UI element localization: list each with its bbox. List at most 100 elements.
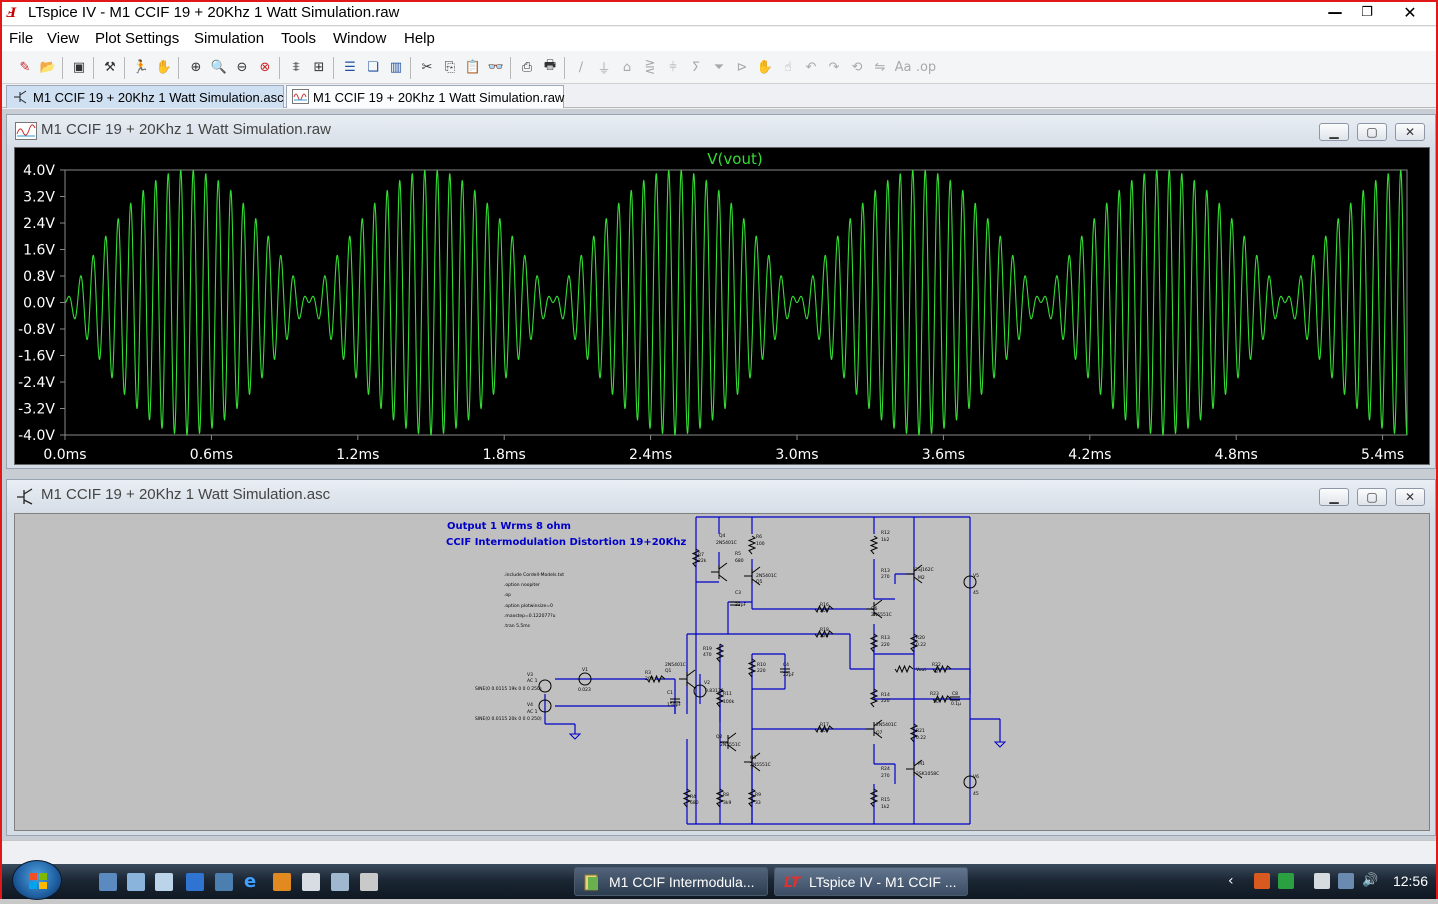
tab-schematic[interactable]: M1 CCIF 19 + 20Khz 1 Watt Simulation.asc <box>6 85 284 108</box>
menu-simulation[interactable]: Simulation <box>194 30 265 47</box>
resistor[interactable] <box>747 788 757 808</box>
chart-title[interactable]: V(vout) <box>707 150 762 168</box>
voltage-source[interactable] <box>693 684 707 698</box>
component-label[interactable]: C8 <box>952 691 958 697</box>
component-label[interactable]: R7 <box>698 552 704 558</box>
component-label[interactable]: R21 <box>916 728 925 734</box>
component-label[interactable]: Q6 <box>871 606 878 612</box>
media-icon[interactable] <box>273 873 291 891</box>
taskbar-button-folder[interactable]: M1 CCIF Intermodula... <box>574 867 768 896</box>
component-label[interactable]: R10 <box>757 662 766 668</box>
component-label[interactable]: R11 <box>723 691 732 697</box>
tray-app-icon[interactable] <box>1254 873 1270 889</box>
minimize-button[interactable]: — <box>1327 3 1343 21</box>
capacitor[interactable] <box>950 696 960 701</box>
ground-icon[interactable]: ⏚ <box>597 61 611 77</box>
tray-check-icon[interactable] <box>1278 873 1294 889</box>
component-label[interactable]: 100 <box>756 541 765 547</box>
draw-wire-icon[interactable]: ∕ <box>578 59 584 75</box>
resistor[interactable] <box>932 694 952 704</box>
maximize-button[interactable]: ▢ <box>1357 488 1387 506</box>
note-output[interactable]: Output 1 Wrms 8 ohm <box>447 521 571 532</box>
menu-help[interactable]: Help <box>404 30 435 47</box>
diode-icon[interactable]: ⏷ <box>713 59 725 75</box>
menu-view[interactable]: View <box>47 30 80 47</box>
quicklaunch-icon[interactable] <box>127 873 145 891</box>
zoom-out-icon[interactable]: ⊖ <box>236 59 248 75</box>
component-label[interactable]: 150pF <box>667 702 681 708</box>
label-net-icon[interactable]: ⌂ <box>622 59 632 75</box>
note-ccif[interactable]: CCIF Intermodulation Distortion 19+20Khz <box>446 537 686 548</box>
component-label[interactable]: R24 <box>881 766 890 772</box>
component-label[interactable]: 0.1µ <box>951 701 961 707</box>
component-label[interactable]: V2 <box>704 680 710 686</box>
schematic-drawing[interactable]: Output 1 Wrms 8 ohm CCIF Intermodulation… <box>15 514 1429 830</box>
copy-icon[interactable]: ⎘ <box>444 59 456 75</box>
component-label[interactable]: R5 <box>735 551 741 557</box>
ground-symbol[interactable] <box>568 733 582 740</box>
component-label[interactable]: 22pF <box>735 602 747 608</box>
open-icon[interactable]: 📂 <box>39 59 57 75</box>
menu-file[interactable]: File <box>9 30 34 47</box>
resistor[interactable] <box>869 633 879 653</box>
taskbar-button-ltspice[interactable]: LT LTspice IV - M1 CCIF ... <box>774 867 968 896</box>
component-label[interactable]: 2N5401C <box>876 722 897 728</box>
transistor[interactable] <box>866 599 883 619</box>
component-label[interactable]: 2N5551C <box>871 612 892 618</box>
resistor[interactable] <box>869 688 879 708</box>
component-label[interactable]: Q4 <box>719 533 726 539</box>
component-label[interactable]: 8 <box>935 669 938 675</box>
component-label[interactable]: AC 1 <box>527 678 538 684</box>
resistor[interactable] <box>715 788 725 808</box>
component-label[interactable]: 2SJ162C <box>915 567 934 573</box>
component-icon[interactable]: ⊳ <box>736 59 748 75</box>
component-label[interactable]: R6 <box>756 534 762 540</box>
zoom-area-icon[interactable]: 🔍 <box>210 59 228 75</box>
resistor[interactable] <box>715 688 725 708</box>
component-label[interactable]: 680 <box>735 558 744 564</box>
capacitor-icon[interactable]: ⫩ <box>669 59 677 75</box>
resistor[interactable] <box>909 723 919 743</box>
close-button[interactable]: ✕ <box>1403 2 1417 22</box>
component-label[interactable]: R23 <box>930 691 939 697</box>
close-button[interactable]: ✕ <box>1395 123 1425 141</box>
quicklaunch-icon[interactable] <box>99 873 117 891</box>
run-icon[interactable]: 🏃 <box>132 59 150 75</box>
grid-icon[interactable]: ⊞ <box>313 59 325 75</box>
component-label[interactable]: 0.22 <box>916 642 926 648</box>
menu-window[interactable]: Window <box>333 30 387 47</box>
component-label[interactable]: 10 <box>933 699 939 705</box>
component-label[interactable]: 2N5401C <box>756 573 777 579</box>
resistor[interactable] <box>747 658 757 678</box>
capacitor[interactable] <box>730 601 740 606</box>
component-label[interactable]: V6 <box>973 774 979 780</box>
capacitor[interactable] <box>780 668 790 673</box>
tile-vertical-icon[interactable]: ▥ <box>389 59 403 75</box>
tab-waveform[interactable]: M1 CCIF 19 + 20Khz 1 Watt Simulation.raw <box>286 85 564 108</box>
transistor[interactable] <box>720 732 737 752</box>
voltage-source[interactable] <box>538 679 552 693</box>
component-label[interactable]: 33 <box>755 800 761 806</box>
component-label[interactable]: Q5 <box>756 579 763 585</box>
component-label[interactable]: 100k <box>723 699 735 705</box>
component-label[interactable]: R13 <box>881 568 890 574</box>
component-label[interactable]: 2N5551C <box>720 742 741 748</box>
show-hidden-icons-icon[interactable]: ‹ <box>1228 873 1234 889</box>
resistor[interactable] <box>894 664 914 674</box>
tray-device-icon[interactable] <box>1314 873 1330 889</box>
component-label[interactable]: Vout <box>916 667 926 673</box>
resistor[interactable] <box>747 535 757 555</box>
component-label[interactable]: 45 <box>973 791 979 797</box>
resistor[interactable] <box>932 664 952 674</box>
component-label[interactable]: 22k <box>820 633 829 639</box>
component-label[interactable]: 2N5401C <box>716 540 737 546</box>
resistor[interactable] <box>814 724 834 734</box>
component-label[interactable]: 45 <box>973 590 979 596</box>
close-button[interactable]: ✕ <box>1395 488 1425 506</box>
resistor[interactable] <box>682 788 692 808</box>
resistor[interactable] <box>814 629 834 639</box>
start-button[interactable] <box>12 860 62 900</box>
quicklaunch-icon[interactable] <box>155 873 173 891</box>
resistor-icon[interactable]: ⋛ <box>644 59 656 75</box>
